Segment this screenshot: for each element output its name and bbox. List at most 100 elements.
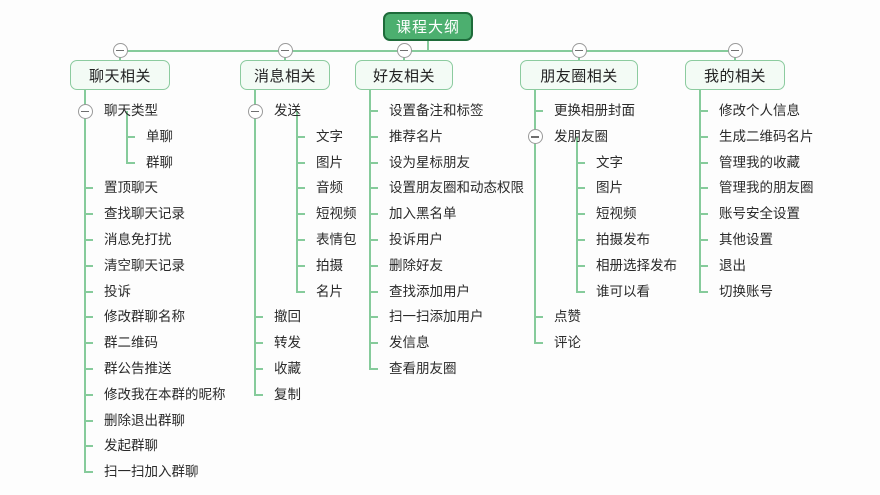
collapse-minus-icon[interactable] (77, 103, 93, 119)
mindmap-node-level2[interactable]: 推荐名片 (389, 127, 443, 147)
node-label: 管理我的朋友圈 (719, 180, 814, 197)
mindmap-node-level3[interactable]: 文字 (596, 153, 623, 173)
node-label: 推荐名片 (389, 128, 443, 145)
node-label: 撤回 (274, 309, 301, 326)
mindmap-node-level2[interactable]: 置顶聊天 (104, 178, 158, 198)
mindmap-node-level2[interactable]: 投诉用户 (389, 230, 443, 250)
mindmap-node-level3[interactable]: 文字 (316, 127, 343, 147)
mindmap-node-level2[interactable]: 修改个人信息 (719, 101, 800, 121)
mindmap-node-level3[interactable]: 音频 (316, 178, 343, 198)
node-label: 群公告推送 (104, 361, 172, 377)
mindmap-node-level2[interactable]: 设置备注和标签 (389, 101, 484, 121)
mindmap-node-level2[interactable]: 复制 (274, 385, 301, 405)
root-node[interactable]: 课程大纲 (383, 12, 473, 41)
mindmap-node-level3[interactable]: 短视频 (596, 204, 637, 224)
mindmap-node-level2[interactable]: 消息免打扰 (104, 230, 172, 250)
node-label: 聊天类型 (104, 103, 158, 119)
mindmap-node-level2[interactable]: 退出 (719, 256, 746, 276)
node-label: 投诉用户 (389, 232, 443, 248)
connector-stub (699, 239, 708, 241)
mindmap-node-level2[interactable]: 设置朋友圈和动态权限 (389, 178, 524, 198)
collapse-minus-icon[interactable] (277, 43, 293, 58)
mindmap-node-level2[interactable]: 生成二维码名片 (719, 127, 814, 147)
mindmap-node-level2[interactable]: 发送 (274, 101, 301, 121)
mindmap-node-level2[interactable]: 设为星标朋友 (389, 153, 470, 173)
connector-stub (369, 161, 378, 164)
root-stem-line (427, 41, 429, 51)
node-label: 扫一扫加入群聊 (104, 464, 199, 481)
branch-trunk-line (84, 90, 86, 473)
node-label: 复制 (274, 386, 301, 403)
mindmap-node-level2[interactable]: 撤回 (274, 307, 301, 327)
connector-stub (84, 471, 93, 474)
mindmap-node-level2[interactable]: 发信息 (389, 333, 430, 353)
mindmap-node-level2[interactable]: 删除退出群聊 (104, 411, 185, 431)
mindmap-node-level2[interactable]: 清空聊天记录 (104, 256, 185, 276)
mindmap-node-level2[interactable]: 点赞 (554, 307, 581, 327)
mindmap-node-level2[interactable]: 转发 (274, 333, 301, 353)
node-label: 更换相册封面 (554, 103, 635, 119)
branch-trunk-line (254, 90, 256, 395)
mindmap-node-level2[interactable]: 扫一扫添加用户 (389, 307, 484, 327)
mindmap-node-level2[interactable]: 查找聊天记录 (104, 204, 185, 224)
mindmap-node-level2[interactable]: 加入黑名单 (389, 204, 457, 224)
mindmap-node-level2[interactable]: 扫一扫加入群聊 (104, 462, 199, 482)
connector-stub (369, 290, 378, 293)
collapse-minus-icon[interactable] (112, 43, 128, 58)
node-label: 账号安全设置 (719, 206, 800, 223)
mindmap-node-level3[interactable]: 群聊 (146, 153, 173, 173)
node-label: 群聊 (146, 154, 173, 171)
mindmap-node-level3[interactable]: 拍摄 (316, 256, 343, 276)
branch-node-1[interactable]: 聊天相关 (70, 60, 170, 90)
mindmap-node-level2[interactable]: 修改群聊名称 (104, 307, 185, 327)
mindmap-node-level3[interactable]: 相册选择发布 (596, 256, 677, 276)
mindmap-node-level2[interactable]: 查看朋友圈 (389, 359, 457, 379)
mindmap-node-level3[interactable]: 名片 (316, 282, 343, 302)
connector-stub (84, 445, 93, 448)
mindmap-node-level3[interactable]: 谁可以看 (596, 282, 650, 302)
mindmap-node-level2[interactable]: 聊天类型 (104, 101, 158, 121)
mindmap-node-level2[interactable]: 更换相册封面 (554, 101, 635, 121)
connector-stub (699, 264, 708, 267)
node-label: 加入黑名单 (389, 206, 457, 223)
mindmap-node-level2[interactable]: 查找添加用户 (389, 282, 470, 302)
connector-stub (84, 187, 93, 190)
mindmap-node-level2[interactable]: 发朋友圈 (554, 127, 608, 147)
mindmap-node-level2[interactable]: 发起群聊 (104, 436, 158, 456)
mindmap-node-level2[interactable]: 其他设置 (719, 230, 773, 250)
connector-stub (84, 393, 93, 396)
collapse-minus-icon[interactable] (247, 103, 263, 119)
mindmap-node-level2[interactable]: 评论 (554, 333, 581, 353)
mindmap-node-level2[interactable]: 账号安全设置 (719, 204, 800, 224)
mindmap-node-level2[interactable]: 删除好友 (389, 256, 443, 276)
mindmap-node-level2[interactable]: 收藏 (274, 359, 301, 379)
connector-stub (126, 161, 135, 164)
branch-node-4[interactable]: 朋友圈相关 (520, 60, 638, 90)
mindmap-node-level3[interactable]: 拍摄发布 (596, 230, 650, 250)
mindmap-node-level2[interactable]: 投诉 (104, 282, 131, 302)
mindmap-node-level2[interactable]: 管理我的朋友圈 (719, 178, 814, 198)
node-label: 相册选择发布 (596, 257, 677, 274)
connector-stub (369, 264, 378, 267)
collapse-minus-icon[interactable] (571, 43, 587, 58)
mindmap-node-level3[interactable]: 短视频 (316, 204, 357, 224)
mindmap-node-level2[interactable]: 群二维码 (104, 333, 158, 353)
mindmap-node-level2[interactable]: 群公告推送 (104, 359, 172, 379)
node-label: 谁可以看 (596, 283, 650, 300)
mindmap-node-level2[interactable]: 修改我在本群的昵称 (104, 385, 226, 405)
mindmap-node-level2[interactable]: 切换账号 (719, 282, 773, 302)
connector-stub (369, 316, 378, 319)
branch-node-5[interactable]: 我的相关 (685, 60, 785, 90)
collapse-minus-icon[interactable] (527, 129, 543, 145)
mindmap-node-level3[interactable]: 图片 (596, 178, 623, 198)
collapse-minus-icon[interactable] (727, 43, 743, 58)
collapse-minus-icon[interactable] (396, 43, 412, 58)
mindmap-node-level2[interactable]: 管理我的收藏 (719, 153, 800, 173)
connector-stub (369, 110, 378, 112)
branch-node-3[interactable]: 好友相关 (355, 60, 453, 90)
mindmap-node-level3[interactable]: 图片 (316, 153, 343, 173)
mindmap-node-level3[interactable]: 表情包 (316, 230, 357, 250)
branch-node-2[interactable]: 消息相关 (240, 60, 330, 90)
mindmap-node-level3[interactable]: 单聊 (146, 127, 173, 147)
node-label: 生成二维码名片 (719, 128, 814, 145)
